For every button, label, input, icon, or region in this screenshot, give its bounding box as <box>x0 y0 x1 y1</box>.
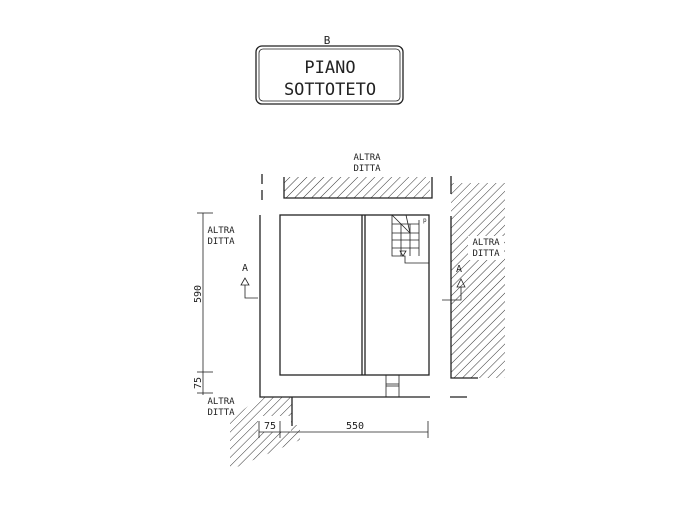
dim-75-horizontal: 75 <box>264 421 276 432</box>
dim-590: 590 <box>193 285 204 303</box>
label-bottom-left-2: DITTA <box>207 408 235 418</box>
window-opening <box>385 374 400 398</box>
label-left-2: DITTA <box>207 237 235 247</box>
dim-75-vertical: 75 <box>193 377 204 389</box>
staircase-icon: p <box>391 214 429 264</box>
title-line-2: SOTTOTETO <box>284 80 376 100</box>
label-right-2: DITTA <box>472 249 500 259</box>
label-left-1: ALTRA <box>207 226 235 236</box>
svg-text:A: A <box>456 264 462 275</box>
building-outline <box>259 214 467 398</box>
section-mark-right: A <box>442 264 466 301</box>
svg-text:A: A <box>242 263 248 274</box>
neighbor-bottom-left: ALTRA DITTA <box>207 397 300 470</box>
title-marker: B <box>324 34 331 47</box>
neighbor-right: ALTRA DITTA <box>450 176 505 379</box>
title-line-1: PIANO <box>304 58 355 78</box>
label-top-1: ALTRA <box>353 153 381 163</box>
svg-text:p: p <box>423 217 427 224</box>
label-bottom-left-1: ALTRA <box>207 397 235 407</box>
label-right-1: ALTRA <box>472 238 500 248</box>
title-block: B PIANO SOTTOTETO <box>255 34 404 105</box>
label-top-2: DITTA <box>353 164 381 174</box>
dim-550: 550 <box>346 421 364 432</box>
dimension-horizontal: 75 550 <box>258 421 429 438</box>
section-mark-left: A <box>240 263 258 299</box>
dimension-vertical: 590 75 <box>193 212 213 395</box>
neighbor-top: ALTRA DITTA <box>261 153 433 200</box>
